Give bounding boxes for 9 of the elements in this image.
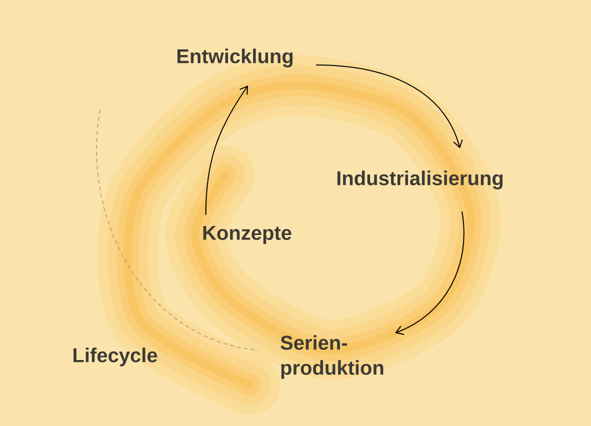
stage-label: Konzepte xyxy=(203,226,292,244)
stage-label: Industrialisierung xyxy=(337,170,503,190)
arrow xyxy=(205,86,248,216)
stage-label: Entwicklung xyxy=(177,48,293,68)
stage-label: Serien- produktion xyxy=(280,335,384,379)
arrow xyxy=(316,64,463,148)
arrow xyxy=(395,211,464,335)
dashed-line xyxy=(96,110,258,350)
lifecycle-label: Lifecycle xyxy=(74,348,158,366)
